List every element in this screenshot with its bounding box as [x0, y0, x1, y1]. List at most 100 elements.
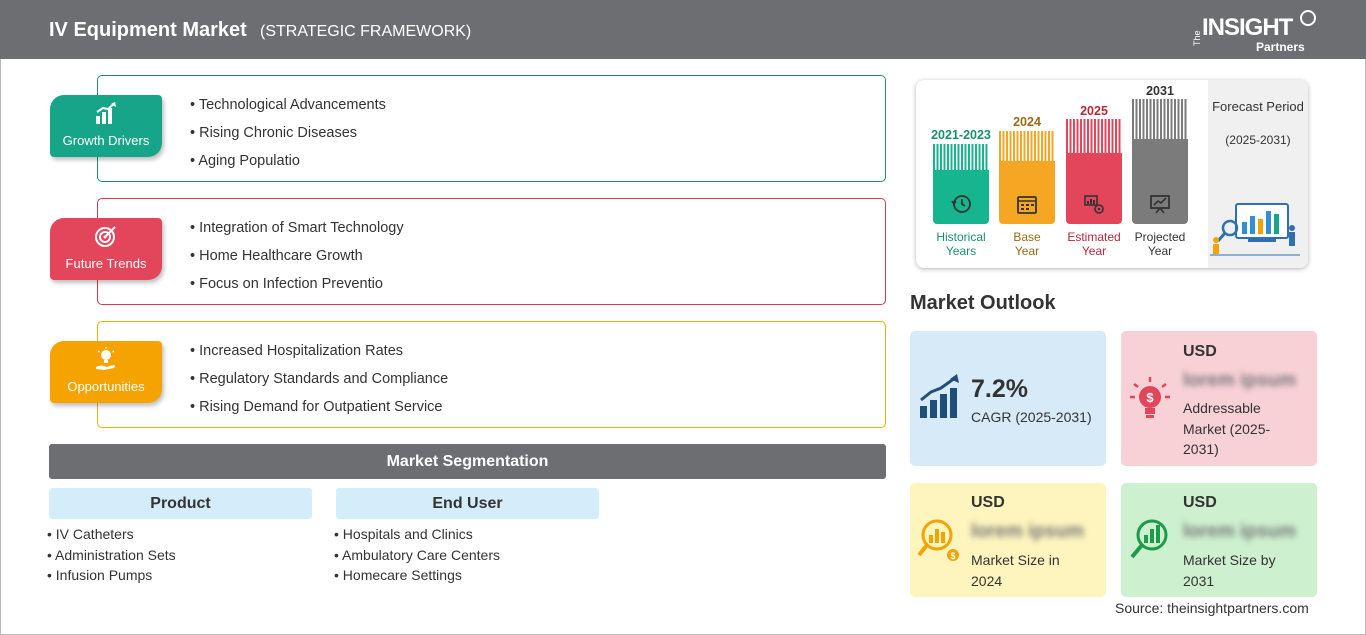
addressable-value: lorem ipsum: [1183, 370, 1296, 391]
product-list: IV Catheters Administration Sets Infusio…: [47, 525, 176, 587]
list-item: Rising Chronic Diseases: [190, 123, 386, 151]
size-2031-currency: USD: [1183, 494, 1217, 511]
logo-bulb-icon: [1300, 10, 1316, 26]
presentation-board-icon: [1150, 195, 1170, 214]
size-2031-label-line1: Market Size by: [1183, 552, 1276, 568]
addressable-label-line3: 2031): [1183, 441, 1219, 457]
bar-stripes: [933, 144, 989, 170]
bar-stripes: [1066, 119, 1122, 153]
product-heading: Product: [49, 488, 312, 519]
addressable-label-line1: Addressable: [1183, 400, 1261, 416]
bar-chart-growth-icon: [96, 102, 116, 124]
forecast-range: (2025-2031): [1225, 133, 1291, 147]
opportunities-badge: Opportunities: [50, 341, 162, 403]
list-item: Aging Populatio: [190, 151, 386, 179]
list-item: Focus on Infection Preventio: [190, 274, 404, 302]
list-item: Technological Advancements: [190, 95, 386, 123]
timeline-year: 2031: [1146, 84, 1174, 98]
page-subtitle: (STRATEGIC FRAMEWORK): [260, 23, 472, 40]
size-2031-label-line2: 2031: [1183, 572, 1215, 589]
timeline-year: 2021-2023: [931, 128, 991, 142]
end-user-list: Hospitals and Clinics Ambulatory Care Ce…: [334, 525, 500, 587]
timeline-year: 2024: [1013, 115, 1041, 129]
growth-drivers-badge: Growth Drivers: [50, 95, 162, 157]
addressable-label: Addressable Market (2025- 2031): [1183, 398, 1270, 460]
addressable-label-line2: Market (2025-: [1183, 420, 1271, 437]
forecast-label: Forecast Period: [1212, 99, 1304, 114]
opportunities-list: Increased Hospitalization Rates Regulato…: [190, 341, 448, 425]
size-2024-currency: USD: [971, 494, 1005, 511]
label-line: Projected: [1134, 230, 1186, 244]
list-item: Regulatory Standards and Compliance: [190, 369, 448, 397]
label-line: Year: [1081, 244, 1107, 258]
label-line: Estimated: [1067, 230, 1121, 244]
size-2024-label-line2: 2024: [971, 572, 1003, 589]
bar-stripes: [1132, 99, 1188, 139]
list-item: Administration Sets: [47, 546, 176, 567]
logo-insight-text: INSIGHT: [1202, 14, 1293, 41]
growth-chart-icon: [920, 374, 959, 418]
size-2024-label-line1: Market Size in: [971, 552, 1060, 568]
target-icon: [95, 226, 116, 247]
label-line: Historical: [936, 230, 986, 244]
list-item: Homecare Settings: [334, 566, 500, 587]
svg-text:$: $: [950, 551, 955, 561]
list-item: Increased Hospitalization Rates: [190, 341, 448, 369]
list-item: IV Catheters: [47, 525, 176, 546]
future-trends-badge: Future Trends: [50, 218, 162, 280]
label-line: Year: [1147, 244, 1173, 258]
list-item: Infusion Pumps: [47, 566, 176, 587]
list-item: Rising Demand for Outpatient Service: [190, 397, 448, 425]
timeline-year: 2025: [1080, 104, 1108, 118]
svg-text:$: $: [1146, 390, 1154, 405]
label-line: Year: [1014, 244, 1040, 258]
end-user-heading: End User: [336, 488, 599, 519]
future-trends-list: Integration of Smart Technology Home Hea…: [190, 218, 404, 302]
size-2031-label: Market Size by 2031: [1183, 550, 1276, 591]
market-outlook-title: Market Outlook: [910, 292, 1056, 314]
bar-body: [1066, 153, 1122, 224]
timeline-bar-0: [933, 144, 989, 224]
growth-drivers-box: Technological Advancements Rising Chroni…: [97, 75, 886, 182]
label-line: Base: [1013, 230, 1041, 244]
timeline-bar-1: [999, 131, 1055, 224]
growth-drivers-list: Technological Advancements Rising Chroni…: [190, 95, 386, 179]
opportunities-label: Opportunities: [67, 379, 145, 394]
list-item: Integration of Smart Technology: [190, 218, 403, 246]
calendar-icon: [1017, 196, 1037, 214]
bar-body: [1132, 139, 1188, 224]
magnifier-chart-icon: $: [917, 519, 959, 561]
cagr-label: CAGR (2025-2031): [971, 409, 1092, 425]
future-trends-box: Integration of Smart Technology Home Hea…: [97, 198, 886, 305]
insight-partners-logo[interactable]: The INSIGHT Partners: [1188, 10, 1318, 54]
size-2024-value: lorem ipsum: [971, 521, 1084, 542]
lightbulb-dollar-icon: $: [1130, 377, 1170, 418]
opportunities-box: Increased Hospitalization Rates Regulato…: [97, 321, 886, 428]
header-bar: IV Equipment Market (STRATEGIC FRAMEWORK…: [0, 0, 1366, 59]
settings-chart-icon: [1084, 195, 1104, 214]
logo-the-text: The: [1192, 30, 1202, 46]
magnifier-growth-icon: [1130, 519, 1168, 559]
growth-drivers-label: Growth Drivers: [62, 133, 150, 148]
list-item: Home Healthcare Growth: [190, 246, 404, 274]
list-item: Ambulatory Care Centers: [334, 546, 500, 567]
history-clock-icon: [951, 195, 971, 213]
list-item: Hospitals and Clinics: [334, 525, 500, 546]
segmentation-title: Market Segmentation: [49, 444, 886, 479]
page-title: IV Equipment Market: [49, 19, 247, 41]
future-trends-label: Future Trends: [65, 256, 147, 271]
label-line: Years: [945, 244, 977, 258]
source-link[interactable]: Source: theinsightpartners.com: [1115, 600, 1309, 616]
size-2031-value: lorem ipsum: [1183, 521, 1296, 542]
cagr-value: 7.2%: [971, 375, 1028, 403]
analytics-illustration-icon: [1210, 203, 1300, 256]
bar-body: [933, 170, 989, 224]
timeline-bar-2: [1066, 119, 1122, 224]
size-2024-label: Market Size in 2024: [971, 550, 1060, 591]
logo-partners-text: Partners: [1256, 40, 1305, 54]
timeline-bar-3: [1132, 99, 1188, 224]
